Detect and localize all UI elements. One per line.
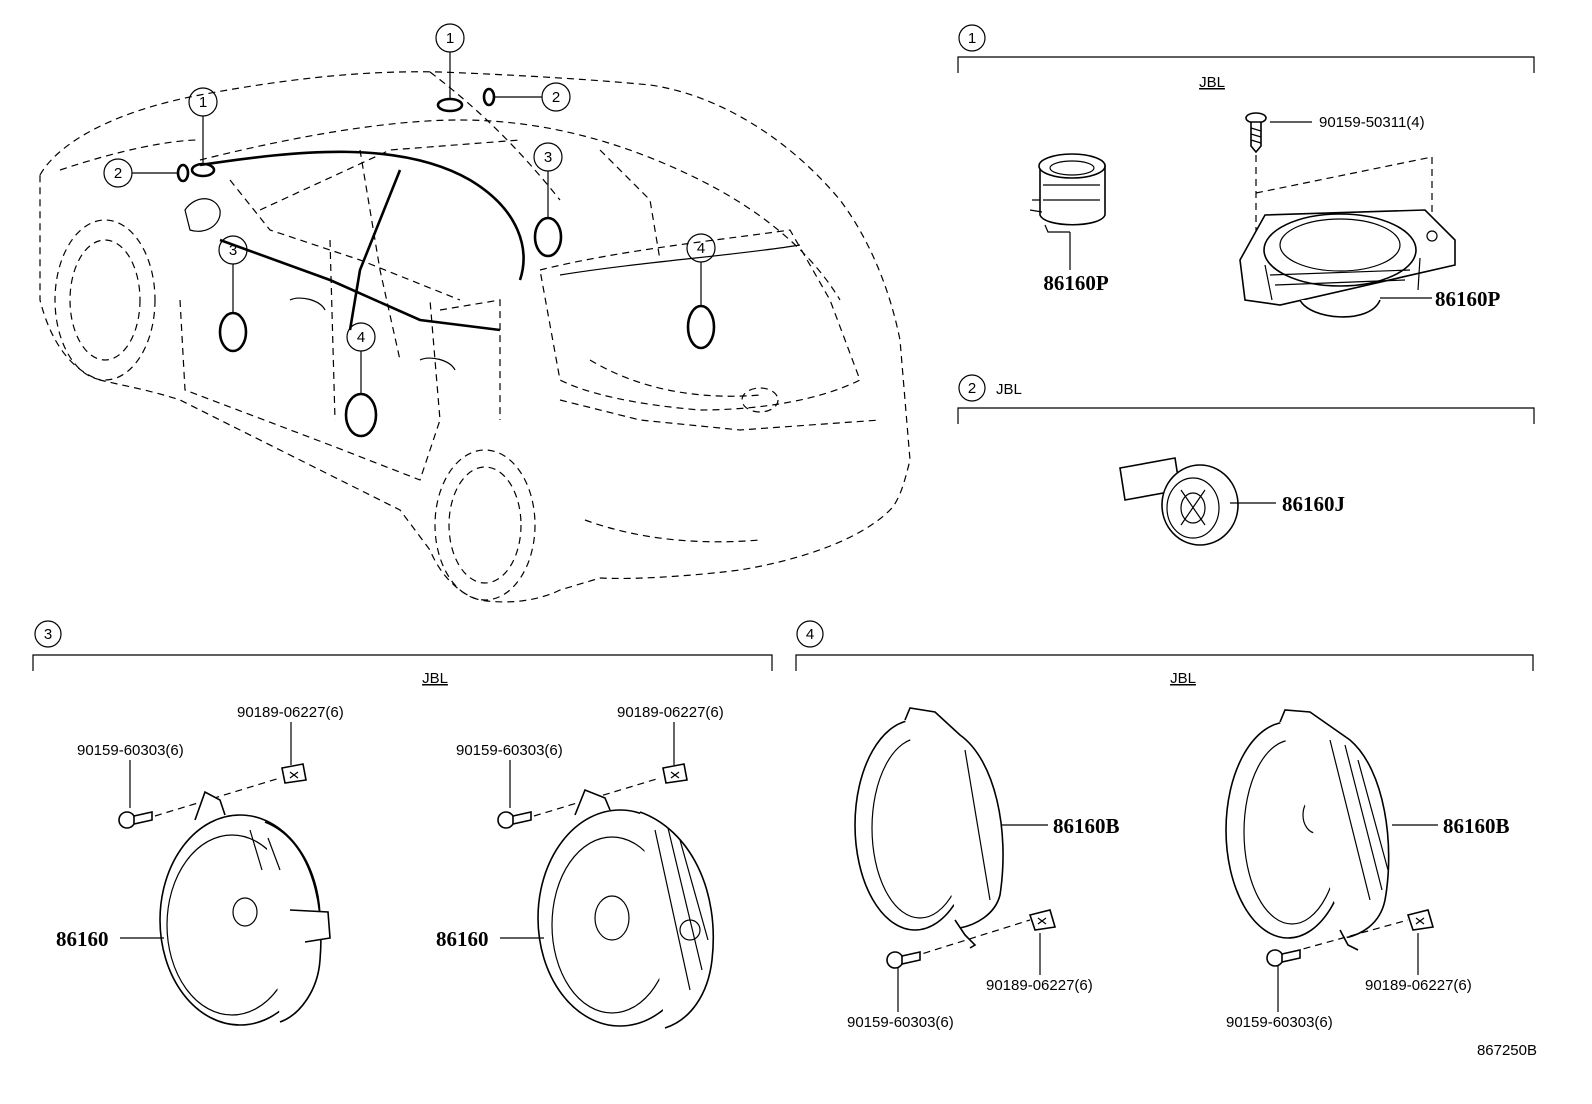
group-1-circle (958, 24, 986, 52)
clip-illustration (662, 763, 688, 784)
screw-illustration (1266, 949, 1301, 967)
speaker-86160-right-illustration (537, 788, 714, 1029)
callout-circle (346, 322, 376, 352)
marker-3-left (218, 311, 248, 353)
g3-left-speaker: 86160 (56, 927, 109, 951)
callout-circle (541, 82, 571, 112)
screw-90159-50311-illustration (1245, 112, 1267, 154)
group-2-number: 2 (968, 380, 976, 397)
speaker-86160p-illustration (1239, 209, 1456, 318)
marker-1-left (190, 162, 216, 178)
group-4-number: 4 (806, 626, 814, 643)
callout-circle (533, 142, 563, 172)
group-2-brand: JBL (996, 381, 1022, 398)
marker-2-upper (482, 87, 496, 107)
diagram-code: 867250B (1477, 1042, 1537, 1059)
group-3-brand: JBL (422, 670, 448, 687)
g3-left-clip: 90189-06227(6) (237, 704, 344, 721)
g3-right-screw: 90159-60303(6) (456, 742, 563, 759)
callout-1-upper: 1 (446, 30, 454, 47)
g4-left-screw: 90159-60303(6) (847, 1014, 954, 1031)
screw-illustration (886, 951, 921, 969)
speaker-86160b-left-illustration (854, 707, 1004, 949)
g3-right-speaker: 86160 (436, 927, 489, 951)
g3-left-screw: 90159-60303(6) (77, 742, 184, 759)
g4-left-clip: 90189-06227(6) (986, 977, 1093, 994)
part-86160j: 86160J (1282, 492, 1345, 516)
callout-circle (686, 233, 716, 263)
car-callouts: 1 2 1 2 3 3 4 4 (103, 23, 716, 394)
marker-4-right (686, 304, 716, 350)
callout-3-left: 3 (229, 242, 237, 259)
callout-4-right: 4 (697, 240, 705, 257)
part-90159-50311: 90159-50311(4) (1319, 114, 1425, 131)
g4-left-speaker: 86160B (1053, 814, 1120, 838)
marker-4-center (344, 392, 378, 438)
group-3-number: 3 (44, 626, 52, 643)
tweeter-86160j-illustration (1119, 457, 1239, 546)
marker-1-upper (436, 97, 464, 113)
group-3: 3 JBL 90189-06227(6) 90159-60303(6) 8616… (32, 620, 773, 1029)
group-4-circle (796, 620, 824, 648)
group-2: 2 JBL 86160J (957, 374, 1535, 546)
callout-circle (103, 158, 133, 188)
group-1-brand: JBL (1199, 74, 1225, 91)
group-4: 4 JBL 86160B 90189-06227(6) 90159-60303(… (795, 620, 1534, 1031)
callout-2-upper: 2 (552, 89, 560, 106)
group-3-circle (34, 620, 62, 648)
group-1-number: 1 (968, 30, 976, 47)
car-illustration (39, 71, 911, 603)
callout-2-left: 2 (114, 165, 122, 182)
callout-circle (188, 87, 218, 117)
clip-illustration (281, 763, 307, 784)
g3-right-clip: 90189-06227(6) (617, 704, 724, 721)
part-86160p-speaker: 86160P (1435, 287, 1501, 311)
clip-illustration (1028, 909, 1057, 931)
callout-circle (218, 235, 248, 265)
speaker-86160-left-illustration (159, 790, 331, 1026)
callout-1-left: 1 (199, 94, 207, 111)
clip-illustration (1406, 909, 1435, 931)
group-2-circle (958, 374, 986, 402)
group-4-brand: JBL (1170, 670, 1196, 687)
callout-4-center: 4 (357, 329, 365, 346)
tweeter-86160p-illustration (1029, 153, 1106, 233)
g4-right-screw: 90159-60303(6) (1226, 1014, 1333, 1031)
speaker-86160b-right-illustration (1225, 709, 1390, 951)
car-speaker-markers (176, 87, 716, 438)
screw-illustration (497, 811, 532, 829)
part-86160p-tweeter: 86160P (1043, 271, 1109, 295)
marker-2-left (176, 163, 190, 183)
g4-right-speaker: 86160B (1443, 814, 1510, 838)
screw-illustration (118, 811, 153, 829)
marker-3-center (533, 216, 563, 258)
callout-3-center: 3 (544, 149, 552, 166)
g4-right-clip: 90189-06227(6) (1365, 977, 1472, 994)
callout-circle (435, 23, 465, 53)
group-1: 1 JBL 86160P 90159-50311(4) (957, 24, 1535, 318)
